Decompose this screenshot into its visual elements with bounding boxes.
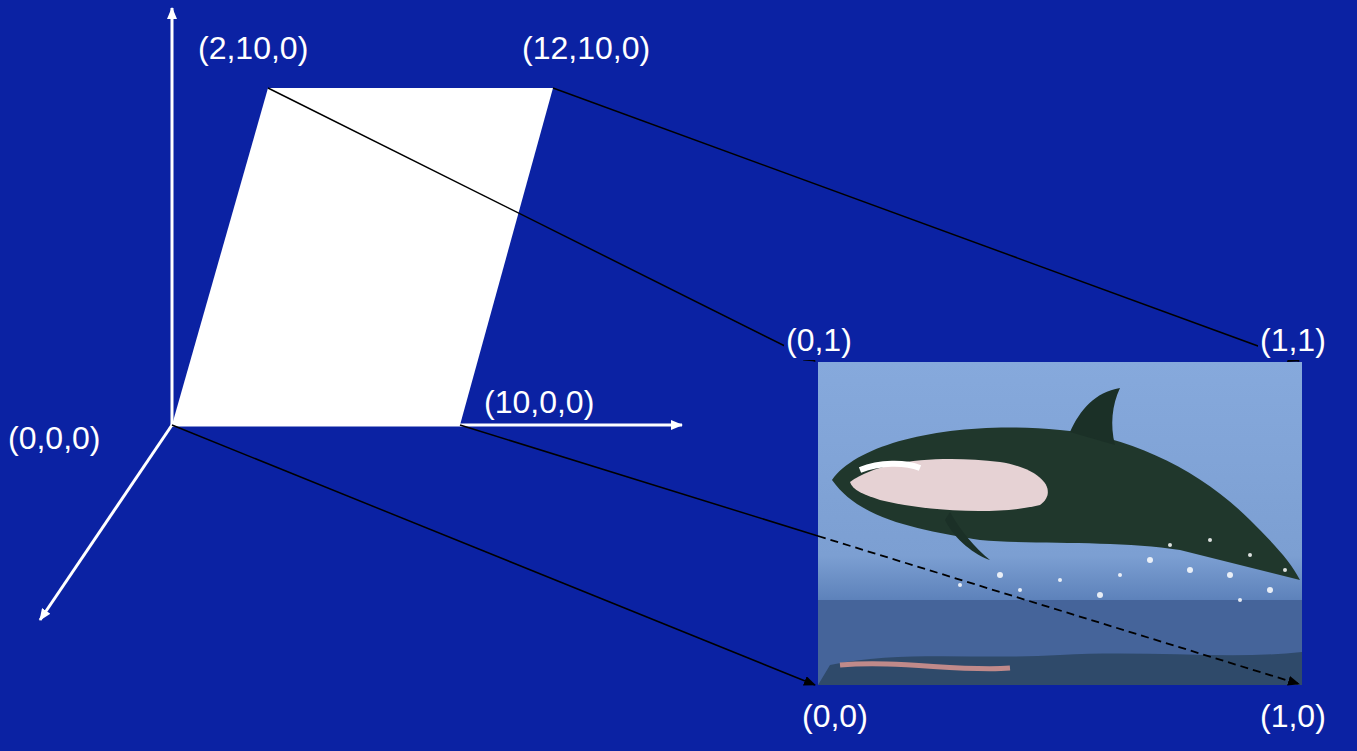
- coordinate-label: (2,10,0): [196, 28, 310, 68]
- coordinate-label: (12,10,0): [520, 28, 652, 68]
- coordinate-label: (10,0,0): [482, 382, 596, 422]
- coordinate-label: (1,1): [1258, 320, 1328, 360]
- coordinate-label: (0,0,0): [6, 418, 102, 458]
- coordinate-label: (0,1): [784, 320, 854, 360]
- coordinate-label: (0,0): [800, 696, 870, 736]
- coordinate-label: (1,0): [1258, 696, 1328, 736]
